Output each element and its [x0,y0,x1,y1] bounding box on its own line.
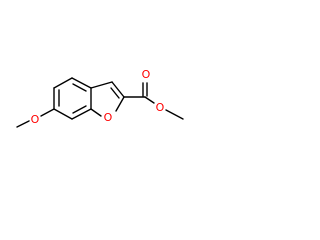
ester-group [123,82,184,120]
methoxy-oxygen-label: O [31,113,40,126]
bond [71,77,92,89]
bond [53,77,73,89]
benzene-ring [53,77,92,120]
bond [165,109,184,120]
bond-inner [110,87,120,99]
carbonyl-oxygen-label: O [142,68,151,81]
ester-oxygen-label: O [156,101,165,114]
bond [71,108,92,120]
bond [16,120,30,128]
bond [115,96,125,112]
bond-inner [72,83,87,92]
furan-ring [90,81,125,117]
bond-inner [72,105,87,114]
bond [90,81,113,89]
methoxy-group [16,108,55,128]
bond [40,108,55,117]
bond [90,108,102,117]
bond [111,81,125,98]
bond [53,108,73,120]
molecule-diagram: O O O O [16,68,184,128]
furan-oxygen-label: O [104,111,113,124]
bond [144,96,155,104]
